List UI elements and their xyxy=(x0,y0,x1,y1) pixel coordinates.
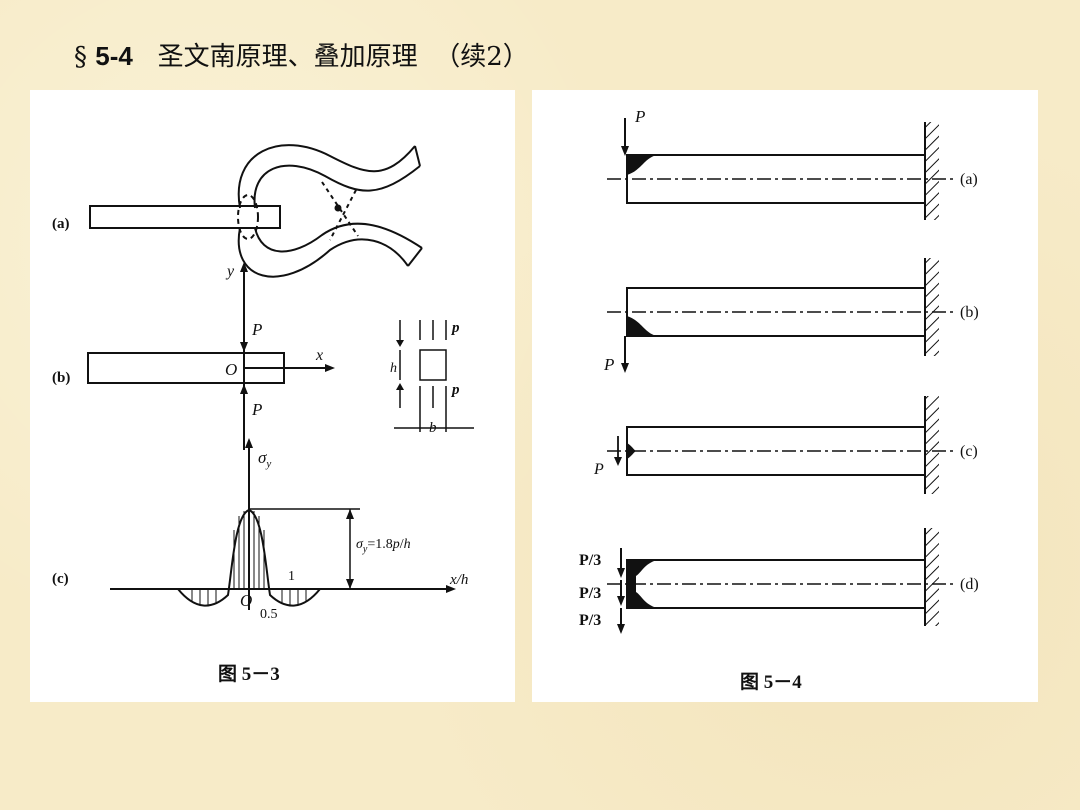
axis-sigma-arrow xyxy=(245,438,253,448)
label-origin-b: O xyxy=(225,360,237,379)
dist-arrow-top xyxy=(396,340,404,347)
label-x: x xyxy=(315,347,323,364)
cross-dash-2 xyxy=(329,189,357,241)
bar-a xyxy=(89,205,281,229)
peak-formula: σy=1.8p/h xyxy=(356,537,411,555)
load-zone-c xyxy=(627,443,636,459)
axis-xh-arrow xyxy=(446,585,456,593)
peak-arrow-top xyxy=(346,509,354,519)
lower-jaw-end xyxy=(407,247,423,267)
upper-jaw-end xyxy=(414,145,421,167)
cantilever-a: P (a) xyxy=(607,107,978,220)
label-a: (a) xyxy=(52,216,70,232)
wall-b xyxy=(925,258,939,356)
force-arrow-bottom xyxy=(240,384,248,394)
figure-5-3: (a) (b) y x O P P xyxy=(30,90,515,702)
label-one: 1 xyxy=(288,569,295,584)
label-sigma: σy xyxy=(258,448,271,470)
label-c: (c) xyxy=(52,571,69,587)
label-p-dist-bottom: p xyxy=(450,382,460,398)
force-arrow-c xyxy=(614,457,622,466)
upper-jaw-inner xyxy=(253,164,421,209)
figure-5-4: P (a) P (b) P (c) P/3 xyxy=(532,90,1038,702)
load-zone-d xyxy=(627,560,657,608)
stress-distribution-diagram: (c) σy σy=1.8p/h x/h 1 O xyxy=(52,438,468,622)
pivot-point xyxy=(334,204,342,212)
force-arrow-b xyxy=(621,363,629,373)
section-symbol: § xyxy=(74,42,87,72)
stress-hatching xyxy=(191,511,307,606)
load-zone-a xyxy=(627,155,657,175)
label-xh: x/h xyxy=(449,572,468,588)
dist-arrow-bottom xyxy=(396,383,404,390)
label-p-top: P xyxy=(251,320,262,339)
label-y: y xyxy=(225,263,235,280)
cantilever-b: P (b) xyxy=(603,258,979,374)
force-label-d2: P/3 xyxy=(579,585,601,602)
load-zone-b xyxy=(627,316,657,336)
force-arrow-a xyxy=(621,146,629,156)
label-b-dim: b xyxy=(429,420,437,436)
label-d: (d) xyxy=(960,576,979,593)
force-arrow-d1 xyxy=(617,568,625,578)
upper-jaw-outer xyxy=(237,144,416,209)
figure-5-3-svg: (a) (b) y x O P P xyxy=(52,144,474,685)
force-label-d1: P/3 xyxy=(579,552,601,569)
label-p-bottom: P xyxy=(251,400,262,419)
label-p-dist-top: p xyxy=(450,320,460,336)
peak-arrow-bottom xyxy=(346,579,354,589)
force-arrow-d2 xyxy=(617,596,625,606)
label-h: h xyxy=(390,361,397,376)
wall-c xyxy=(925,396,939,494)
cantilever-d: P/3 P/3 P/3 (d) xyxy=(579,528,979,634)
label-b: (b) xyxy=(960,304,979,321)
cantilever-c: P (c) xyxy=(593,396,978,494)
label-half: 0.5 xyxy=(260,607,278,622)
wall-d xyxy=(925,528,939,626)
lower-jaw-inner xyxy=(254,222,423,253)
section-number: 5-4 xyxy=(95,41,133,71)
cross-section-diagram: p p h b xyxy=(390,320,474,436)
caption-5-3: 图 5－3 xyxy=(218,663,280,685)
pliers-diagram: (a) xyxy=(52,144,423,278)
slide-title: § 5-4 圣文南原理、叠加原理 （续2） xyxy=(74,36,529,73)
section-title: 圣文南原理、叠加原理 xyxy=(157,42,418,72)
force-label-c: P xyxy=(593,461,604,478)
lower-jaw-outer xyxy=(237,227,409,278)
concentrated-load-diagram: (b) y x O P P xyxy=(52,262,335,450)
caption-5-4: 图 5－4 xyxy=(740,671,802,693)
section-rect xyxy=(419,349,447,381)
contact-ellipse xyxy=(237,194,259,240)
force-label-b: P xyxy=(603,355,614,374)
force-arrow-top xyxy=(240,342,248,352)
wall-a xyxy=(925,122,939,220)
force-label-d3: P/3 xyxy=(579,612,601,629)
label-a: (a) xyxy=(960,171,978,188)
force-label-a: P xyxy=(634,107,645,126)
axis-y-arrow xyxy=(240,262,248,272)
label-b: (b) xyxy=(52,370,70,386)
force-arrow-d3 xyxy=(617,624,625,634)
label-c: (c) xyxy=(960,443,978,460)
axis-x-arrow xyxy=(325,364,335,372)
section-suffix: （续2） xyxy=(434,42,529,72)
label-origin-c: O xyxy=(240,591,252,610)
figure-5-4-svg: P (a) P (b) P (c) P/3 xyxy=(579,107,979,693)
